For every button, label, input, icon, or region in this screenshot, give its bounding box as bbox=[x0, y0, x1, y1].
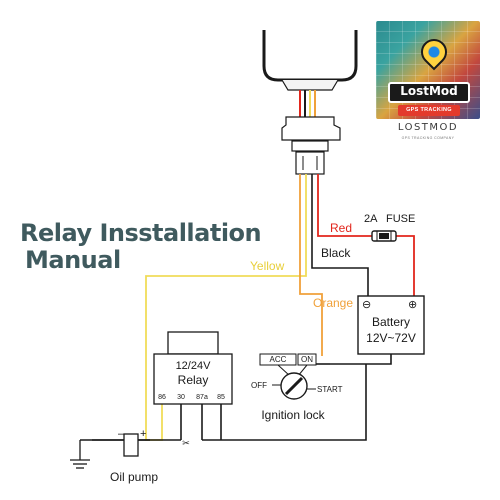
relay-pin-87a: 87a bbox=[196, 394, 208, 401]
fuse-rating: 2A bbox=[364, 213, 378, 225]
oil-pump: – + Oil pump bbox=[70, 428, 158, 484]
battery-negative-terminal: ⊖ bbox=[362, 299, 371, 311]
black-wire bbox=[311, 174, 369, 298]
battery-to-ignition-wire bbox=[330, 354, 392, 365]
black-wire-label: Black bbox=[321, 246, 351, 260]
yellow-wire bbox=[145, 174, 307, 441]
red-wire bbox=[317, 174, 372, 237]
relay-pin-85: 85 bbox=[217, 394, 225, 401]
lostmod-logo: LostMod GPS TRACKING bbox=[376, 21, 480, 119]
relay-label: Relay bbox=[178, 373, 209, 387]
logo-badge: GPS TRACKING bbox=[398, 105, 460, 116]
orange-wire-label: Orange bbox=[313, 296, 353, 310]
relay-voltage: 12/24V bbox=[176, 360, 212, 372]
cut-mark: ✂ bbox=[182, 438, 190, 448]
relay-pin-86: 86 bbox=[158, 394, 166, 401]
fuse bbox=[371, 230, 397, 242]
logo-name: LOSTMOD bbox=[397, 122, 459, 133]
ignition-start: START bbox=[317, 385, 343, 394]
oil-pump-minus: – bbox=[118, 428, 125, 440]
ignition-lock-label: Ignition lock bbox=[261, 408, 325, 422]
gps-tracker-device bbox=[262, 30, 358, 91]
ignition-off: OFF bbox=[251, 381, 267, 390]
oil-pump-label: Oil pump bbox=[110, 470, 158, 484]
page-title: Relay Insstallation Manual bbox=[20, 219, 262, 274]
fuse-label: FUSE bbox=[386, 213, 415, 225]
battery: ⊖ ⊕ Battery 12V~72V bbox=[357, 295, 425, 355]
relay-pin-30: 30 bbox=[177, 394, 185, 401]
ignition-acc: ACC bbox=[270, 355, 287, 364]
yellow-wire-label: Yellow bbox=[250, 259, 285, 273]
ignition-on: ON bbox=[301, 355, 313, 364]
ignition-lock: ACC ON OFF START Ignition lock bbox=[251, 353, 343, 422]
logo-brand: LostMod bbox=[388, 82, 470, 103]
battery-positive-terminal: ⊕ bbox=[408, 299, 417, 311]
oil-pump-plus: + bbox=[140, 428, 146, 440]
wire-connector bbox=[281, 116, 341, 175]
title-line-2: Manual bbox=[25, 246, 121, 274]
wire-bundle bbox=[299, 90, 316, 118]
red-wire-label: Red bbox=[330, 221, 352, 235]
logo-tagline: GPS TRACKING COMPANY bbox=[401, 136, 455, 140]
title-line-1: Relay Insstallation bbox=[20, 219, 262, 247]
battery-voltage: 12V~72V bbox=[366, 331, 416, 345]
red-wire-to-battery bbox=[396, 235, 415, 298]
orange-wire bbox=[299, 174, 323, 356]
battery-label: Battery bbox=[372, 315, 410, 329]
relay: 12/24V Relay 86 30 87a 85 bbox=[153, 331, 233, 405]
